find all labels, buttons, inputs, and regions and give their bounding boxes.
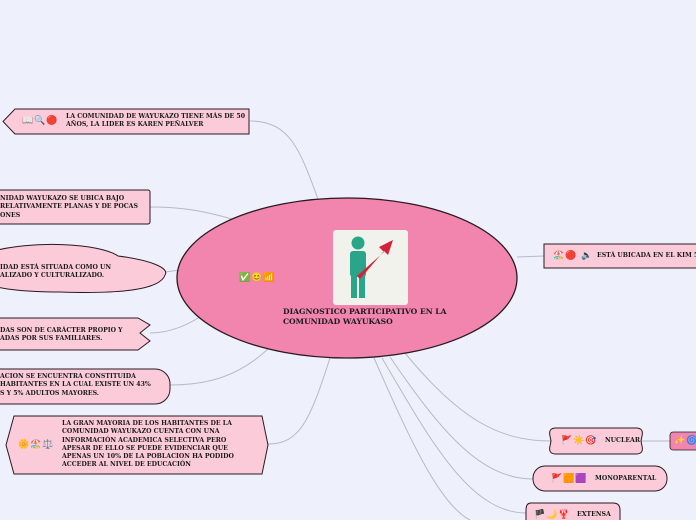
- connector-topic-kim5: [516, 255, 545, 258]
- person-head: [351, 236, 365, 250]
- person-leg-left: [351, 276, 357, 298]
- topic-nuclear-icons: 🚩☀️🎯: [561, 436, 598, 446]
- topic-nuclear-label: NUCLEAR: [605, 437, 640, 444]
- topic-shape-mono[interactable]: [532, 465, 668, 492]
- central-image-tile: [333, 230, 408, 305]
- topic-shape-6[interactable]: [5, 415, 269, 475]
- topic-extensa-icons: 🏴🌙🦞: [534, 510, 571, 520]
- growth-arrow: [357, 240, 393, 279]
- nuclear-child-node[interactable]: [669, 431, 696, 451]
- connectors: [149, 120, 670, 520]
- topic-shape-3[interactable]: [0, 243, 167, 293]
- topic-5-label: ACION SE ENCUENTRA CONSTITUIDA HABITANTE…: [0, 373, 151, 397]
- topic-shape-kim5[interactable]: [543, 243, 696, 269]
- topic-6-label: LA GRAN MAYORIA DE LOS HABITANTES DE LA …: [62, 420, 234, 469]
- connector-topic-nuclear: [404, 352, 552, 442]
- topic-mono-icons: 🚩🟧🟪: [551, 474, 588, 484]
- nuclear-child-icons: ✨🌀: [674, 436, 696, 446]
- person-leg-right: [359, 276, 365, 298]
- topic-6-icons: 🌼🏖️⚖️: [18, 440, 55, 450]
- growth-chart-icon: [333, 230, 408, 305]
- topic-shape-5[interactable]: [0, 368, 171, 405]
- topic-2-label: NIDAD WAYUKAZO SE UBICA BAJO RELATIVAMEN…: [0, 195, 138, 219]
- topic-kim5-label: ESTÁ UBICADA EN EL KIM 5: [597, 252, 696, 259]
- topic-mono-label: MONOPARENTAL: [595, 475, 657, 482]
- topic-shape-1[interactable]: [2, 108, 250, 135]
- topic-4-label: DAS SON DE CARÁCTER PROPIO Y ADAS POR SU…: [0, 327, 123, 343]
- connector-topic-extra: [373, 357, 471, 520]
- topic-shape-2[interactable]: [0, 189, 151, 225]
- connector-topic-extensa: [381, 357, 527, 514]
- topic-1-icons: 📖🔍🔴: [22, 116, 59, 126]
- topic-shape-extensa[interactable]: [525, 502, 621, 520]
- central-icons: ✅😊📶: [239, 273, 276, 283]
- topic-extensa-label: EXTENSA: [577, 511, 611, 518]
- person-body: [350, 251, 366, 277]
- topic-shape-4[interactable]: [0, 317, 151, 351]
- topic-shape-nuclear[interactable]: [549, 427, 643, 455]
- topic-1-label: LA COMUNIDAD DE WAYUKAZO TIENE MÁS DE 50…: [66, 113, 246, 129]
- connector-topic-mono: [389, 356, 534, 480]
- topic-3-label: IDAD ESTÁ SITUADA COMO UN ALIZADO Y CULT…: [0, 264, 112, 280]
- connector-topic-1: [249, 120, 319, 200]
- central-title: DIAGNOSTICO PARTICIPATIVO EN LA COMUNIDA…: [283, 307, 447, 326]
- topic-kim5-icons: 🏖️🔴 🔈: [553, 251, 594, 261]
- connector-topic-6: [267, 357, 331, 445]
- connector-topic-2: [149, 206, 233, 220]
- connector-topic-5: [169, 348, 269, 386]
